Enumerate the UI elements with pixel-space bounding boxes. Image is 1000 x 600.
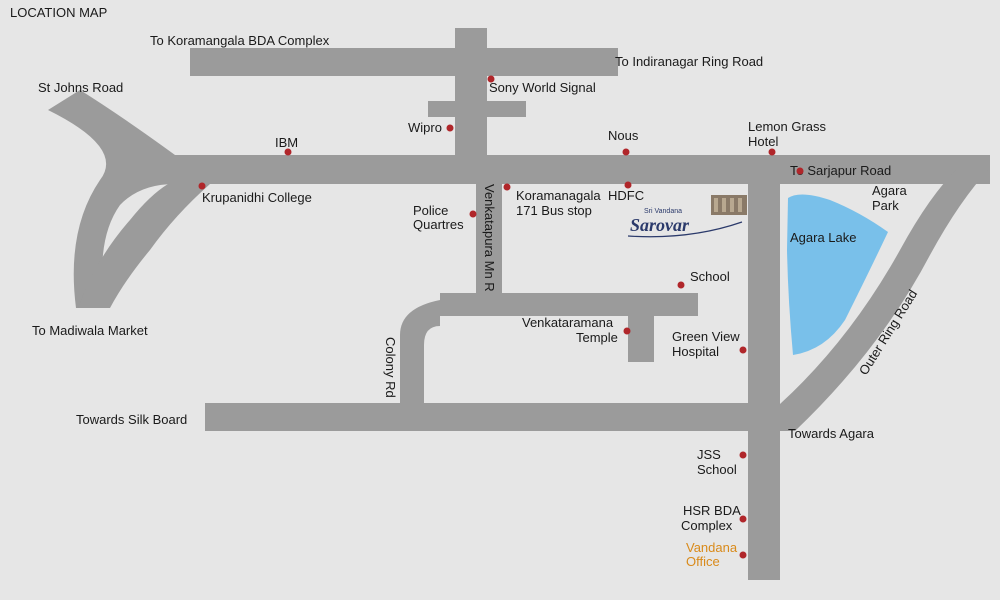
marker-sarjapur [796,167,804,175]
label-sony: Sony World Signal [489,80,596,95]
marker-hdfc [624,181,632,189]
marker-sony [487,75,495,83]
marker-ibm [284,148,292,156]
road-label-sarjapur: To Sarjapur Road [790,163,891,178]
agara-lake [787,194,888,355]
agara-lake-label: Agara Lake [790,230,857,245]
road-label-indiranagar: To Indiranagar Ring Road [615,54,763,69]
label-green-view-2: Hospital [672,344,719,359]
road-hsr [748,172,780,580]
label-hsr-1: HSR BDA [683,503,741,518]
landmark-markers [198,75,804,559]
road-sony-north [455,28,487,158]
road-label-koramangala-bda: To Koramangala BDA Complex [150,33,330,48]
marker-vandana-office [739,551,747,559]
marker-wipro [446,124,454,132]
road-label-madiwala: To Madiwala Market [32,323,148,338]
road-silk-board [205,403,780,431]
map-title: LOCATION MAP [10,5,107,20]
label-krupanidhi: Krupanidhi College [202,190,312,205]
label-agara-park-2: Park [872,198,899,213]
label-wipro: Wipro [408,120,442,135]
marker-krupanidhi [198,182,206,190]
logo-small-text: Sri Vandana [644,208,682,215]
marker-school [677,281,685,289]
label-temple-1: Venkataramana [522,315,614,330]
road-sarjapur [170,155,990,184]
label-hsr-2: Complex [681,518,733,533]
marker-nous [622,148,630,156]
marker-jss [739,451,747,459]
road-koramangala-indiranagar [190,48,618,76]
logo-name: Sarovar [630,215,690,235]
marker-green-view [739,346,747,354]
label-jss-2: School [697,462,737,477]
road-label-colony: Colony Rd [383,337,398,398]
road-outer-ring [780,168,990,431]
label-temple-2: Temple [576,330,618,345]
label-vandana-office-1: Vandana [686,540,738,555]
road-madiwala [78,184,210,308]
label-green-view-1: Green View [672,329,740,344]
road-label-towards-agara: Towards Agara [788,426,875,441]
label-hdfc: HDFC [608,188,644,203]
road-venkataramana [400,293,698,404]
label-bus-stop-1: Koramanagala [516,188,601,203]
label-jss-1: JSS [697,447,721,462]
marker-lemon-grass [768,148,776,156]
label-school: School [690,269,730,284]
road-network [48,28,990,580]
label-lemon-grass-2: Hotel [748,134,778,149]
marker-bus-stop [503,183,511,191]
marker-temple [623,327,631,335]
label-ibm: IBM [275,135,298,150]
logo-swoosh [627,221,743,238]
road-label-st-johns: St Johns Road [38,80,123,95]
marker-hsr [739,515,747,523]
label-agara-park-1: Agara [872,183,907,198]
road-wipro-stub [428,101,526,117]
road-temple-stub [628,314,654,362]
road-label-venkatapura: Venkatapura Mn R [482,184,497,292]
road-venkatapura-main [476,184,502,294]
label-bus-stop-2: 171 Bus stop [516,203,592,218]
sarovar-project-logo: Sri Vandana Sarovar [627,195,747,238]
road-st-johns [48,90,175,308]
label-police-2: Quartres [413,217,464,232]
label-lemon-grass-1: Lemon Grass [748,119,827,134]
road-label-silk-board: Towards Silk Board [76,412,187,427]
marker-police [469,210,477,218]
label-nous: Nous [608,128,639,143]
label-police-1: Police [413,203,448,218]
label-vandana-office-2: Office [686,554,720,569]
